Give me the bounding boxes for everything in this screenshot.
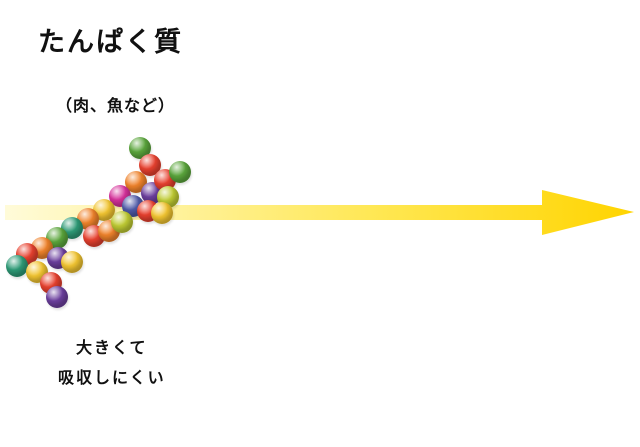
amino-acid-ball: [46, 286, 68, 308]
caption-hard-to-absorb: 吸収しにくい: [58, 368, 166, 387]
amino-acid-ball: [139, 154, 161, 176]
amino-acid-ball: [26, 261, 48, 283]
amino-acid-ball: [6, 255, 28, 277]
page-title: たんぱく質: [38, 27, 183, 58]
direction-arrow: [0, 185, 640, 245]
amino-acid-ball: [16, 243, 38, 265]
amino-acid-ball: [61, 251, 83, 273]
caption-big: 大きくて: [76, 338, 148, 357]
amino-acid-ball: [47, 247, 69, 269]
amino-acid-ball: [40, 272, 62, 294]
amino-acid-ball: [129, 137, 151, 159]
amino-acid-ball: [169, 161, 191, 183]
subtitle-examples: （肉、魚など）: [56, 96, 176, 115]
right-arrow-icon: [5, 190, 634, 235]
